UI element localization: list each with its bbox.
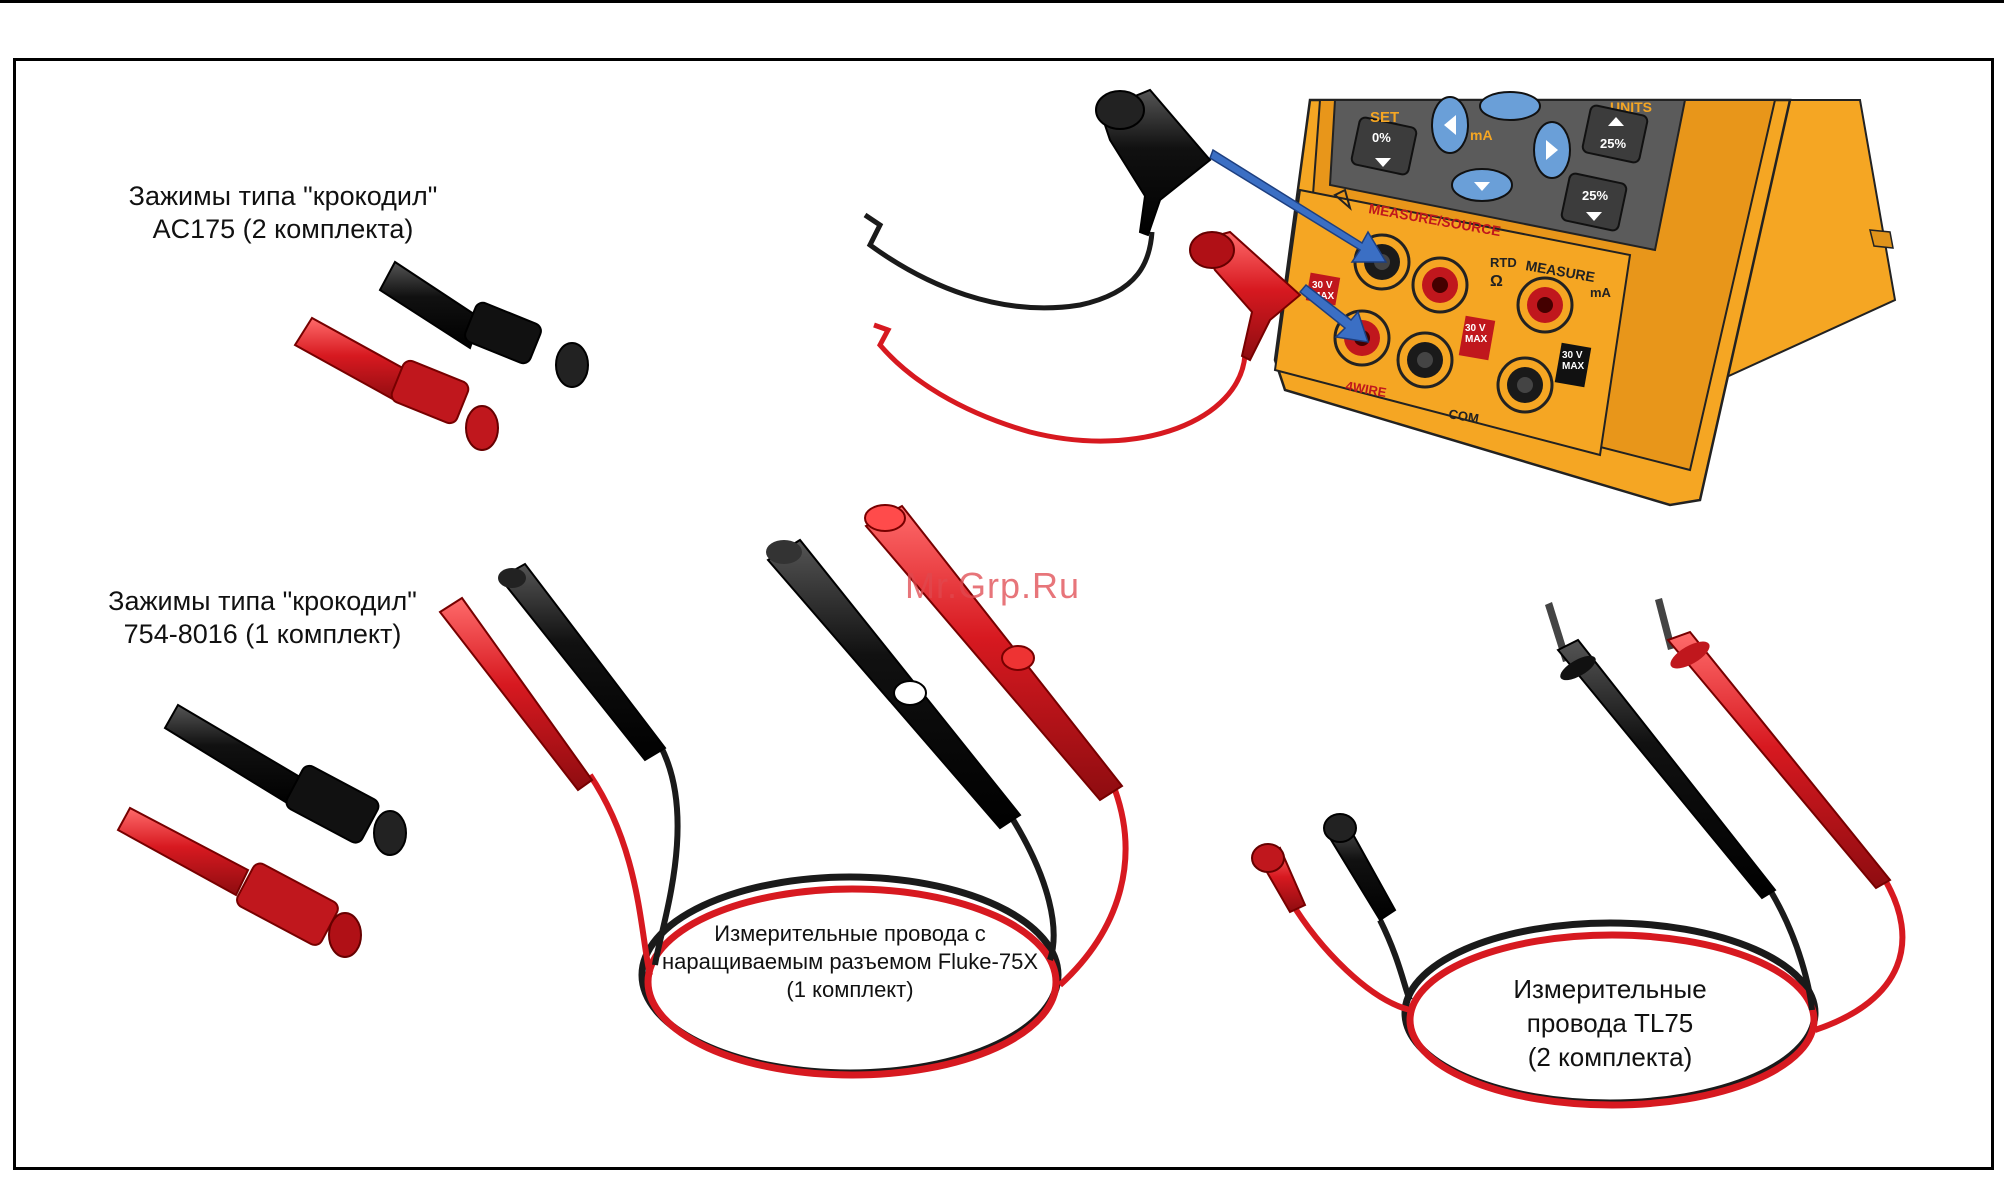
- svg-text:MAX: MAX: [1465, 334, 1488, 345]
- label-leads-75x-line2: наращиваемым разъемом Fluke-75X: [661, 949, 1038, 974]
- jack-rtd[interactable]: [1411, 256, 1469, 314]
- right-arrow-key[interactable]: [1533, 121, 1571, 179]
- insert-arrow-lower: [1298, 283, 1370, 343]
- insert-arrow-upper: [1209, 148, 1388, 263]
- label-ac175: Зажимы типа "крокодил" AC175 (2 комплект…: [118, 180, 448, 246]
- svg-text:30 V: 30 V: [1562, 350, 1583, 361]
- com-label: COM: [1447, 406, 1479, 426]
- ac175-clip-red: [293, 316, 499, 451]
- label-leads-75x-line1: Измерительные провода с: [714, 921, 986, 946]
- top-rule: [0, 0, 2004, 3]
- svg-text:30 V: 30 V: [1465, 323, 1486, 334]
- label-754-8016: Зажимы типа "крокодил" 754-8016 (1 компл…: [95, 585, 430, 651]
- svg-text:30 V: 30 V: [1312, 280, 1333, 291]
- label-ac175-line2: AC175 (2 комплекта): [152, 214, 414, 244]
- jack-com[interactable]: [1496, 356, 1554, 414]
- rtd-label: RTD: [1490, 255, 1517, 270]
- 30v-badge-middle: 30 V MAX: [1458, 315, 1496, 361]
- label-tl75-line2: провода TL75: [1526, 1008, 1694, 1038]
- watermark: Mr.Grp.Ru: [905, 565, 1081, 606]
- key-25-upper[interactable]: 25%: [1581, 104, 1649, 164]
- jack-ma[interactable]: [1516, 276, 1574, 334]
- key-25-lower-label: 25%: [1582, 188, 1608, 203]
- label-tl75-line1: Измерительные: [1513, 974, 1707, 1004]
- figure-frame: [13, 58, 1994, 1170]
- jack-4wire-com[interactable]: [1396, 331, 1454, 389]
- key-25-upper-label: 25%: [1600, 136, 1626, 151]
- ac175-clip-black: [378, 260, 589, 388]
- clip-754-red: [116, 806, 362, 958]
- device-test-leads: [863, 88, 1302, 444]
- leads-75x: [438, 504, 1129, 1079]
- down-arrow-key[interactable]: [1451, 168, 1513, 202]
- svg-text:MAX: MAX: [1562, 361, 1585, 372]
- label-tl75: Измерительные провода TL75 (2 комплекта): [1460, 972, 1760, 1074]
- key-0-label: 0%: [1372, 130, 1391, 145]
- fourwire-label: 4WIRE: [1344, 378, 1387, 400]
- label-tl75-line3: (2 комплекта): [1527, 1042, 1693, 1072]
- key-0-percent[interactable]: 0%: [1350, 116, 1418, 176]
- calibrator-device: 0% SET mA UNITS 25% 25%: [1209, 91, 1897, 507]
- label-leads-75x: Измерительные провода с наращиваемым раз…: [640, 920, 1060, 1004]
- left-arrow-key[interactable]: [1431, 96, 1469, 154]
- svg-text:MAX: MAX: [1312, 291, 1335, 302]
- label-754-8016-line2: 754-8016 (1 комплект): [123, 619, 402, 649]
- label-leads-75x-line3: (1 комплект): [786, 977, 914, 1002]
- label-ac175-line1: Зажимы типа "крокодил": [128, 181, 438, 211]
- 30v-badge-right: 30 V MAX: [1554, 342, 1592, 388]
- clip-754-black: [163, 703, 407, 856]
- key-25-lower[interactable]: 25%: [1560, 172, 1628, 232]
- leads-tl75: [1251, 598, 1906, 1109]
- label-754-8016-line1: Зажимы типа "крокодил": [108, 586, 417, 616]
- set-label: SET: [1370, 109, 1399, 126]
- ohm-label: Ω: [1490, 273, 1503, 290]
- up-arrow-key[interactable]: [1479, 91, 1541, 121]
- ma-key-label: mA: [1470, 127, 1493, 143]
- ma-jack-label: mA: [1590, 285, 1612, 300]
- warning-icon: [1333, 188, 1352, 211]
